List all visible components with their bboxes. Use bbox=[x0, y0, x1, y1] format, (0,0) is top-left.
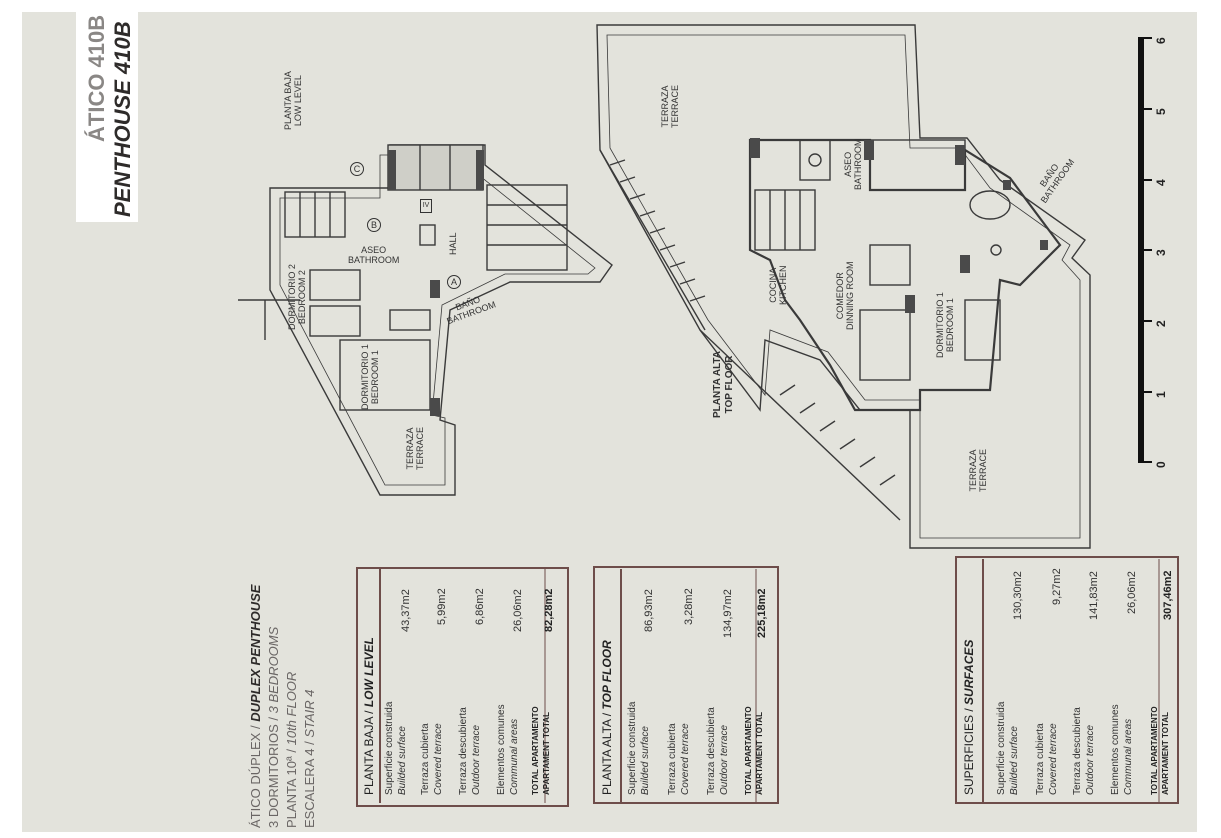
table-low-level bbox=[356, 567, 569, 807]
scale-tick-4: 4 bbox=[1154, 179, 1168, 186]
marker-iv: IV bbox=[420, 199, 432, 213]
scale-tick-2: 2 bbox=[1154, 320, 1168, 327]
scale-tick-6: 6 bbox=[1154, 37, 1168, 44]
marker-b: B bbox=[367, 218, 381, 232]
scale-bar bbox=[1138, 37, 1152, 463]
label-hall: HALL bbox=[448, 232, 458, 255]
marker-a: A bbox=[447, 275, 461, 289]
scale-tick-5: 5 bbox=[1154, 108, 1168, 115]
scale-tick-3: 3 bbox=[1154, 249, 1168, 256]
scale-tick-0: 0 bbox=[1154, 461, 1168, 468]
marker-c: C bbox=[350, 162, 364, 176]
title-box: ÁTICO 410B PENTHOUSE 410B bbox=[76, 12, 138, 222]
scale-tick-1: 1 bbox=[1154, 391, 1168, 398]
